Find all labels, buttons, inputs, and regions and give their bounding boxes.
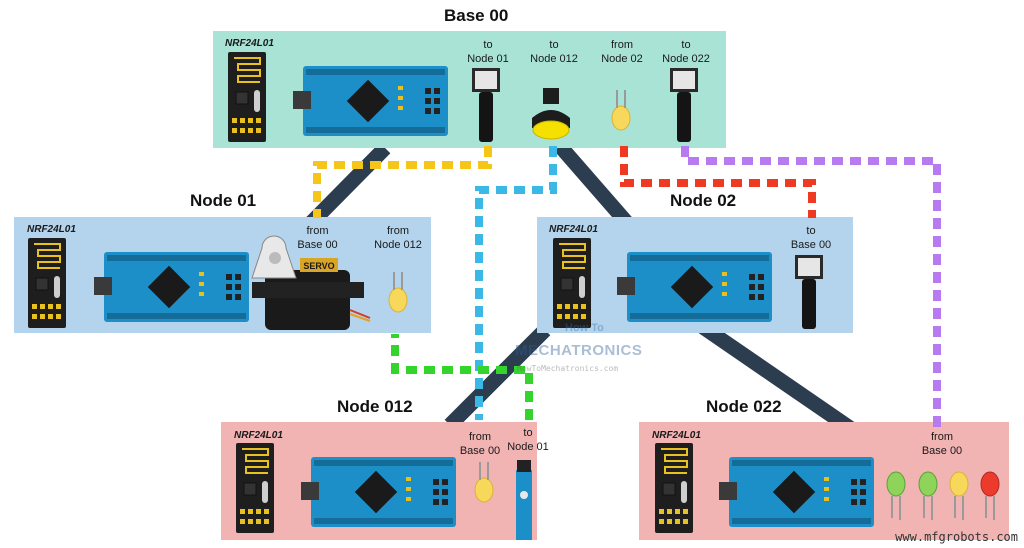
node01-chip-label: NRF24L01 bbox=[27, 224, 76, 235]
node012-ir-sensor bbox=[516, 460, 532, 540]
link-base-node01 bbox=[304, 142, 391, 230]
wire-blue bbox=[475, 146, 557, 420]
link-node02-node022 bbox=[695, 318, 855, 435]
howtomechatronics-logo: How To MECHATRONICS HowToMechatronics.co… bbox=[515, 322, 643, 373]
node-012-title: Node 012 bbox=[337, 397, 413, 416]
link-node02-node012 bbox=[444, 324, 551, 431]
wire-red bbox=[620, 146, 816, 218]
base-00-title: Base 00 bbox=[444, 6, 509, 25]
wire-yellow bbox=[313, 146, 492, 218]
watermark: www.mfgrobots.com bbox=[895, 530, 1018, 544]
node-01-title: Node 01 bbox=[190, 191, 257, 210]
base-00-panel bbox=[213, 31, 726, 148]
base-chip-label: NRF24L01 bbox=[225, 38, 274, 49]
node012-chip-label: NRF24L01 bbox=[234, 430, 283, 441]
wire-purple bbox=[681, 146, 941, 428]
node02-chip-label: NRF24L01 bbox=[549, 224, 598, 235]
svg-text:SERVO: SERVO bbox=[303, 261, 334, 271]
node022-leds bbox=[886, 471, 1000, 520]
node-02-title: Node 02 bbox=[670, 191, 737, 210]
node022-chip-label: NRF24L01 bbox=[652, 430, 701, 441]
wire-green bbox=[391, 334, 533, 420]
base-push-button bbox=[532, 88, 570, 140]
node-022-title: Node 022 bbox=[706, 397, 782, 416]
link-base-node02 bbox=[554, 141, 634, 229]
node01-servo: SERVO bbox=[251, 235, 371, 330]
